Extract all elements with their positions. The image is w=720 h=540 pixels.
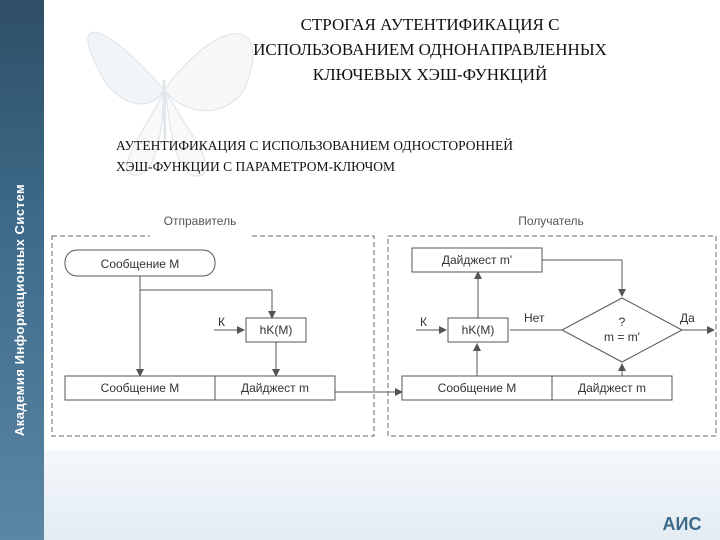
receiver-bottom-digest-text: Дайджест m: [578, 381, 646, 395]
title-line-2: ИСПОЛЬЗОВАНИЕМ ОДНОНАПРАВЛЕННЫХ: [253, 40, 607, 59]
receiver-frame: [387, 235, 717, 437]
receiver-bottom-message-text: Сообщение М: [438, 381, 517, 395]
sender-bottom-digest-text: Дайджест m: [241, 381, 309, 395]
title-line-1: СТРОГАЯ АУТЕНТИФИКАЦИЯ С: [300, 15, 560, 34]
receiver-hash-box: [447, 317, 509, 343]
sender-bottom-message-box: [64, 375, 216, 401]
sidebar: Академия Информационных Систем: [0, 0, 44, 540]
sender-bottom-message-text: Сообщение М: [101, 381, 180, 395]
subtitle-line-1: АУТЕНТИФИКАЦИЯ С ИСПОЛЬЗОВАНИЕМ ОДНОСТОР…: [116, 138, 513, 153]
compare-no-label: Нет: [524, 311, 545, 325]
compare-diamond: [560, 297, 684, 363]
keyboard-background: [44, 450, 720, 540]
receiver-digest-text: Дайджест m': [442, 253, 512, 267]
compare-yes-label: Да: [680, 311, 695, 325]
receiver-key-label: К: [420, 315, 427, 329]
sender-bottom-digest-box: [214, 375, 336, 401]
sender-label: Отправитель: [164, 214, 237, 228]
title-line-3: КЛЮЧЕВЫХ ХЭШ-ФУНКЦИЙ: [312, 65, 548, 84]
receiver-digest-box: [411, 247, 543, 273]
subtitle-line-2: ХЭШ-ФУНКЦИИ С ПАРАМЕТРОМ-КЛЮЧОМ: [116, 159, 396, 174]
compare-expression: m = m': [604, 330, 640, 344]
sender-message-text: Сообщение М: [101, 257, 180, 271]
receiver-hash-text: hK(M): [462, 323, 495, 337]
butterfly-decoration: [87, 31, 254, 177]
sender-hash-box: [245, 317, 307, 343]
slide-title: СТРОГАЯ АУТЕНТИФИКАЦИЯ С ИСПОЛЬЗОВАНИЕМ …: [150, 12, 710, 87]
compare-question: ?: [619, 315, 626, 329]
sender-hash-text: hK(M): [260, 323, 293, 337]
receiver-label: Получатель: [518, 214, 584, 228]
sender-key-label: К: [218, 315, 225, 329]
logo: АИС: [663, 514, 702, 534]
receiver-bottom-digest-box: [551, 375, 673, 401]
slide-subtitle: АУТЕНТИФИКАЦИЯ С ИСПОЛЬЗОВАНИЕМ ОДНОСТОР…: [116, 135, 696, 177]
logo-text: АИС: [663, 514, 702, 534]
